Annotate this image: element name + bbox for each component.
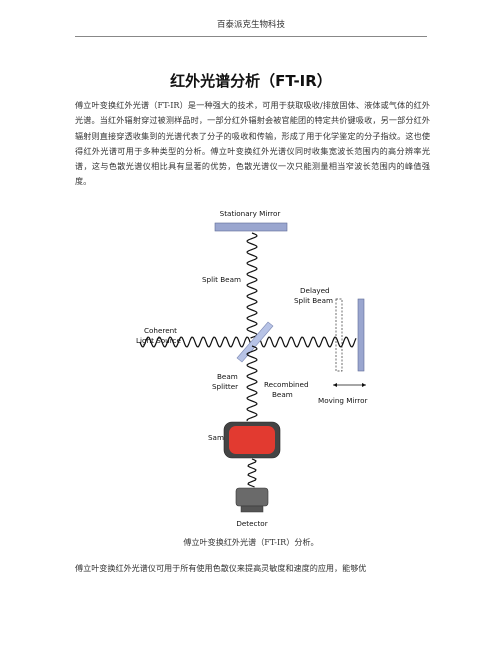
label-coherent-2: Light Source	[136, 336, 181, 345]
figure-caption: 傅立叶变换红外光谱（FT-IR）分析。	[183, 537, 319, 547]
paragraph-intro: 傅立叶变换红外光谱（FT-IR）是一种强大的技术，可用于获取吸收/排放固体、液体…	[75, 100, 430, 187]
moving-mirror	[357, 298, 365, 372]
arrow-left-head	[333, 383, 337, 387]
ftir-diagram: Stationary Mirror Split Beam Coherent Li…	[136, 209, 367, 528]
label-sample: Sample	[208, 433, 236, 442]
paragraph-continued: 傅立叶变换红外光谱仪可用于所有使用色散仪来提高灵敏度和速度的应用，能够优	[75, 563, 367, 573]
moving-mirror-ghost	[335, 298, 343, 372]
article-title: 红外光谱分析（FT-IR）	[170, 72, 332, 90]
label-recombined-beam: Beam	[272, 390, 293, 399]
arrow-right-head	[362, 383, 366, 387]
label-split-beam: Split Beam	[202, 275, 241, 284]
label-stationary-mirror: Stationary Mirror	[220, 209, 281, 218]
label-detector: Detector	[236, 519, 267, 528]
wave-to-detector	[247, 458, 257, 488]
wave-split-beam	[246, 232, 258, 339]
label-beam: Beam	[217, 372, 238, 381]
label-delayed-2: Split Beam	[294, 296, 333, 305]
label-coherent-1: Coherent	[144, 326, 177, 335]
detector-base	[240, 505, 264, 513]
beam-splitter	[236, 321, 274, 363]
sample-cell	[229, 426, 275, 454]
wave-horizontal	[139, 336, 357, 348]
header-divider	[75, 36, 427, 37]
detector-body	[235, 487, 269, 507]
label-delayed-1: Delayed	[300, 286, 330, 295]
stationary-mirror	[214, 222, 288, 232]
label-moving-mirror: Moving Mirror	[318, 396, 367, 405]
label-recombined: Recombined	[264, 380, 309, 389]
wave-recombined	[246, 345, 258, 422]
label-splitter: Splitter	[212, 382, 238, 391]
page-header: 百泰派克生物科技	[216, 20, 285, 30]
